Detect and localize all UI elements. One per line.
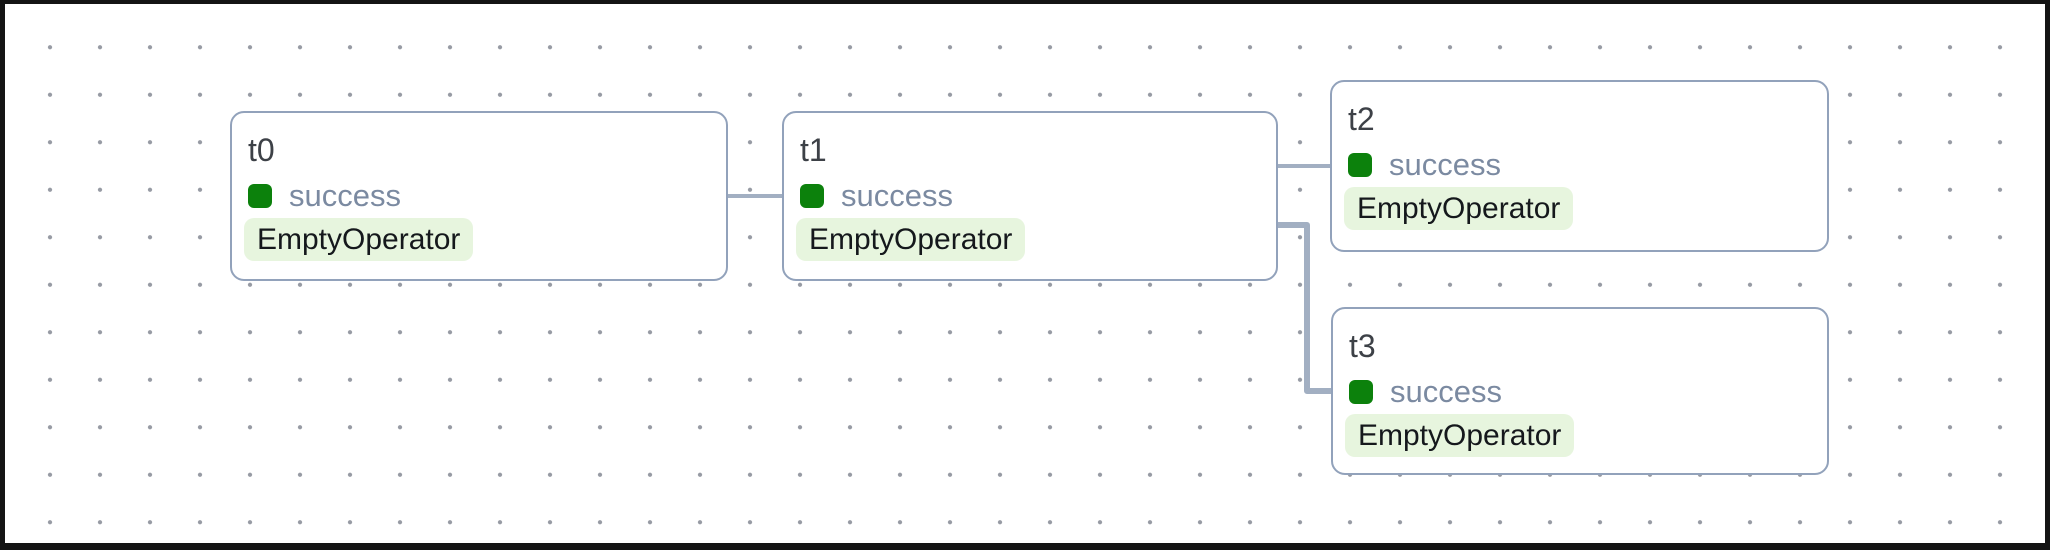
success-state-icon (800, 184, 824, 208)
task-node-t0[interactable]: t0 success EmptyOperator (230, 111, 728, 281)
task-state-label: success (1390, 374, 1502, 409)
operator-badge: EmptyOperator (244, 218, 474, 261)
success-state-icon (1348, 153, 1372, 177)
task-name: t1 (800, 132, 827, 168)
success-state-icon (1349, 380, 1373, 404)
task-name: t3 (1349, 328, 1376, 364)
task-name: t0 (248, 132, 275, 168)
task-state-label: success (1389, 147, 1501, 182)
operator-badge: EmptyOperator (1345, 414, 1575, 457)
task-state-label: success (289, 178, 401, 213)
task-state-row: success (1348, 147, 1827, 182)
task-name: t2 (1348, 101, 1375, 137)
task-state-row: success (248, 178, 726, 213)
task-node-t2[interactable]: t2 success EmptyOperator (1330, 80, 1829, 252)
operator-badge: EmptyOperator (796, 218, 1026, 261)
success-state-icon (248, 184, 272, 208)
task-node-t3[interactable]: t3 success EmptyOperator (1331, 307, 1829, 475)
task-state-row: success (800, 178, 1276, 213)
operator-badge: EmptyOperator (1344, 187, 1574, 230)
task-state-label: success (841, 178, 953, 213)
task-state-row: success (1349, 374, 1827, 409)
task-node-t1[interactable]: t1 success EmptyOperator (782, 111, 1278, 281)
edge-t1-t3 (1278, 222, 1331, 394)
